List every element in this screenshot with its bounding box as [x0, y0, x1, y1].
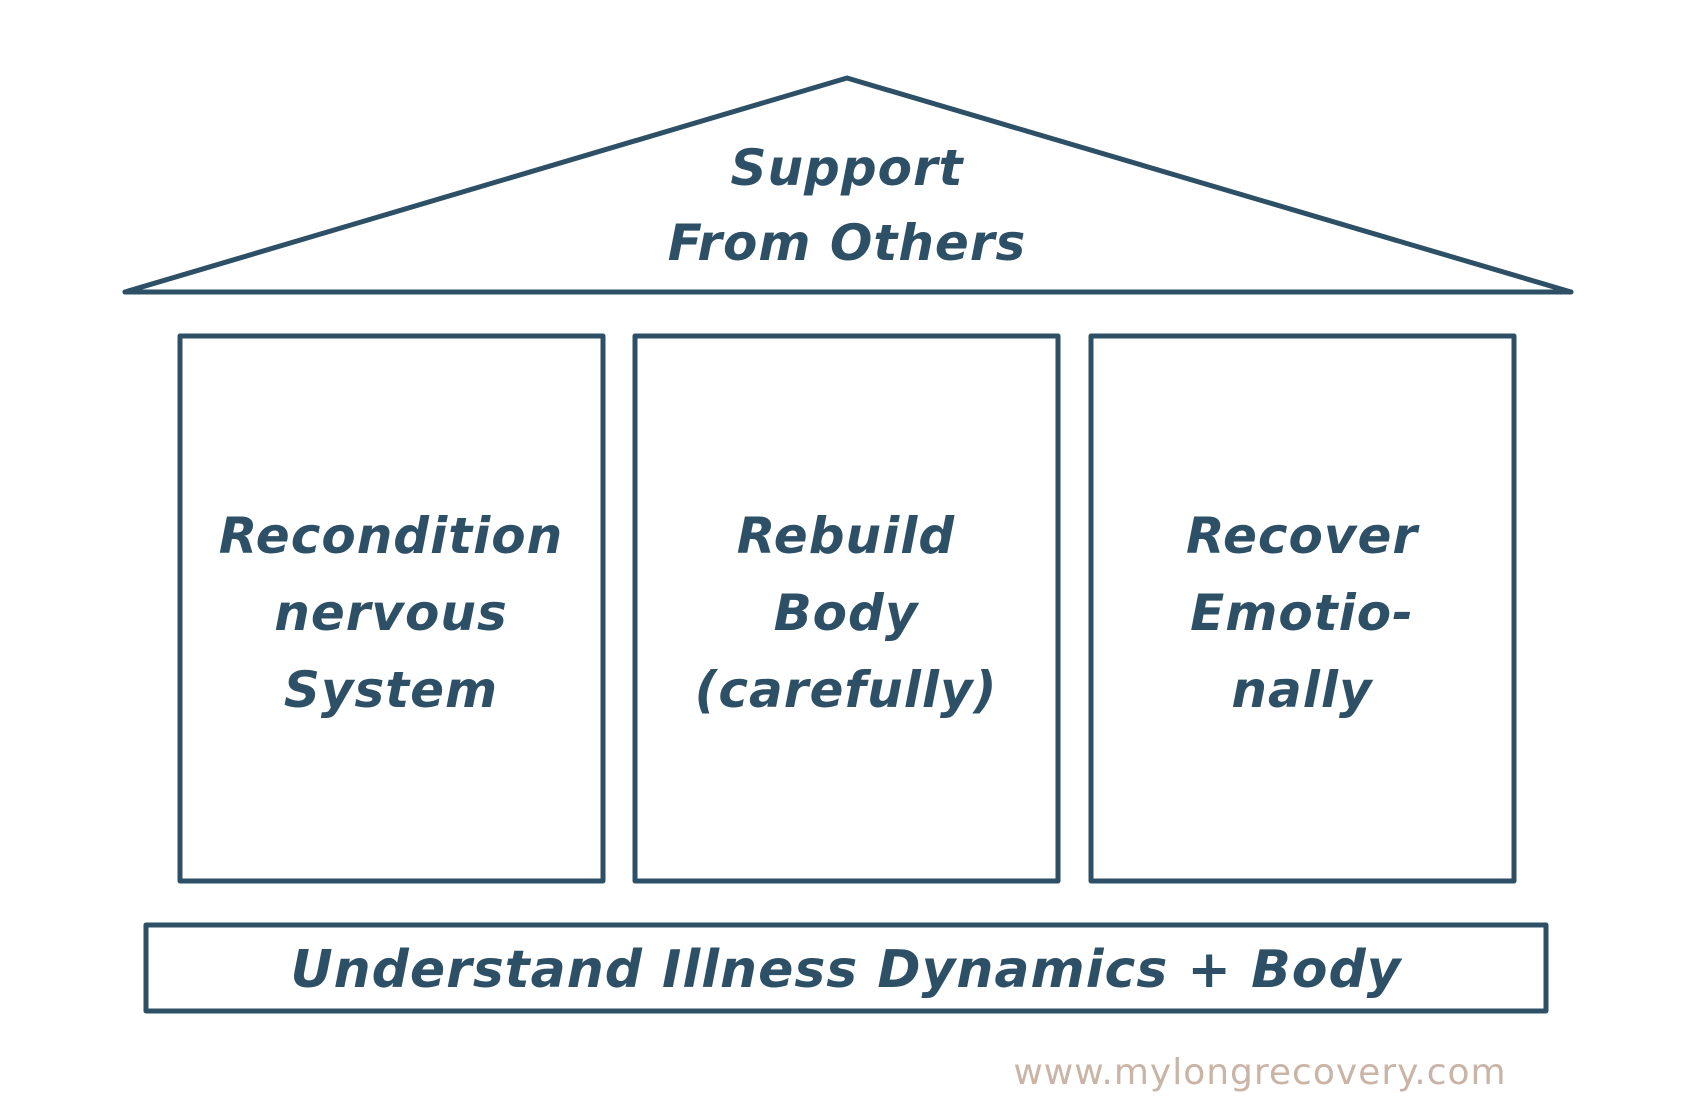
roof-label-line-2: From Others [668, 214, 1027, 272]
foundation: Understand Illness Dynamics + Body [143, 922, 1549, 1014]
pillar-box [177, 333, 606, 884]
pillar-label-line-2: Body [774, 584, 920, 642]
pillar-label-line-2: Emotio- [1190, 584, 1414, 642]
foundation-box [143, 922, 1549, 1014]
pillar-box [632, 333, 1061, 884]
pillar-recover: Recover Emotio- nally [1088, 333, 1517, 884]
footer-url: www.mylongrecovery.com [1013, 1052, 1506, 1093]
pillar-label-line-3: nally [1231, 661, 1374, 719]
pillar-label-line-2: nervous [274, 584, 507, 642]
pillar-recondition: Recondition nervous System [177, 333, 606, 884]
pillar-label-line-3: (carefully) [695, 661, 998, 719]
pillar-label-line-3: System [284, 661, 498, 719]
pillar-label-line-1: Recover [1186, 507, 1420, 565]
foundation-label: Understand Illness Dynamics + Body [290, 940, 1402, 1000]
roof: Support From Others [122, 75, 1574, 295]
pillar-label-line-1: Rebuild [737, 507, 956, 565]
pillar-label-line-1: Recondition [219, 507, 563, 565]
pillar-rebuild: Rebuild Body (carefully) [632, 333, 1061, 884]
roof-label-line-1: Support [730, 139, 964, 197]
pillar-box [1088, 333, 1517, 884]
